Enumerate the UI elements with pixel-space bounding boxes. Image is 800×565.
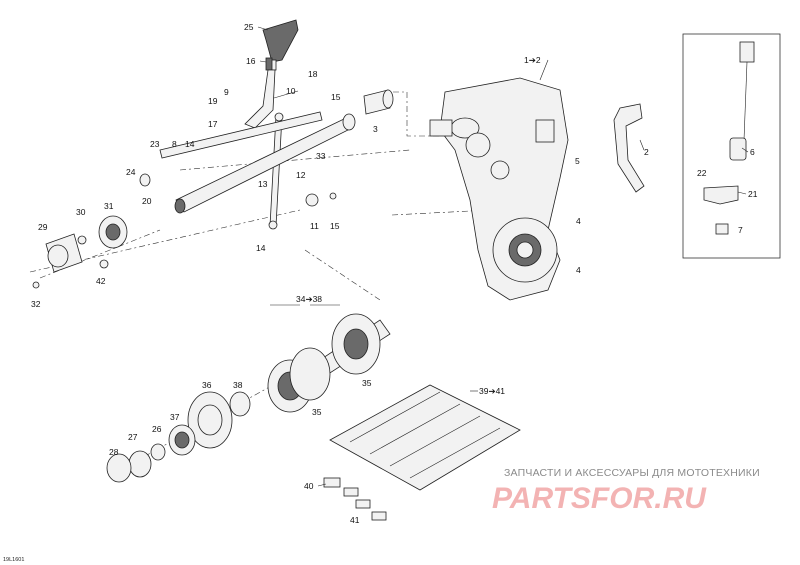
lever-bracket-part (244, 69, 276, 129)
callout-11: 11 (310, 221, 319, 231)
callout-14: 14 (185, 139, 195, 149)
callout-12: 12 (296, 170, 306, 180)
callout-5: 5 (575, 156, 580, 166)
callout-10: 10 (286, 86, 296, 96)
callout-17: 17 (208, 119, 218, 129)
callout-36: 36 (202, 380, 212, 390)
callout-42: 42 (96, 276, 106, 286)
callout-38: 38 (233, 380, 243, 390)
callout-40: 40 (304, 481, 314, 491)
callout-4a: 4 (576, 216, 581, 226)
bearing-cluster-part (32, 173, 337, 289)
watermark-logo: PARTSFOR.RU (492, 482, 707, 515)
callout-35a: 35 (362, 378, 372, 388)
callout-32: 32 (31, 299, 41, 309)
link-rod-part (268, 112, 284, 230)
callout-4b: 4 (576, 265, 581, 275)
leader-lines (257, 26, 749, 487)
callout-20: 20 (142, 196, 152, 206)
clip-parts (323, 477, 387, 521)
callout-27: 27 (128, 432, 138, 442)
callout-15b: 15 (330, 221, 340, 231)
callout-18: 18 (308, 69, 318, 79)
callout-41: 41 (350, 515, 360, 525)
callout-29: 29 (38, 222, 48, 232)
callout-23: 23 (150, 139, 160, 149)
sleeve-part (363, 89, 394, 115)
callout-22: 22 (697, 168, 707, 178)
spring-part (265, 57, 273, 71)
callout-21: 21 (748, 189, 758, 199)
callout-19: 19 (208, 96, 218, 106)
gearbox-housing-part (429, 77, 569, 301)
callout-3: 3 (373, 124, 378, 134)
watermark: ЗАПЧАСТИ И АКСЕССУАРЫ ДЛЯ МОТОТЕХНИКИ PA… (492, 467, 760, 515)
diagram-reference: 19L1601 (3, 557, 24, 563)
callout-labels: 25 16 18 9 10 15 19 17 14 8 23 3 33 1➔2 … (31, 22, 758, 525)
callout-31: 31 (104, 201, 114, 211)
callout-13: 13 (258, 179, 268, 189)
bracket-part (613, 103, 645, 193)
callout-6: 6 (750, 147, 755, 157)
seal-bearing-part (106, 391, 251, 483)
callout-2: 2 (644, 147, 649, 157)
callout-30: 30 (76, 207, 86, 217)
callout-39-41: 39➔41 (479, 386, 505, 396)
shaft-part (174, 113, 356, 214)
callout-1-2: 1➔2 (524, 55, 541, 65)
sensor-inset-frame (682, 33, 781, 259)
callout-25: 25 (244, 22, 254, 32)
callout-16: 16 (246, 56, 256, 66)
callout-35b: 35 (312, 407, 322, 417)
callout-24: 24 (126, 167, 136, 177)
drive-axle-part (267, 313, 391, 413)
callout-37: 37 (170, 412, 180, 422)
callout-14b: 14 (256, 243, 266, 253)
callout-8: 8 (172, 139, 177, 149)
callout-34-38: 34➔38 (296, 294, 322, 304)
thin-shaft-part (159, 111, 323, 159)
callout-28: 28 (109, 447, 119, 457)
callout-9: 9 (224, 87, 229, 97)
callout-33: 33 (316, 151, 326, 161)
callout-26: 26 (152, 424, 162, 434)
callout-7: 7 (738, 225, 743, 235)
track-clips-part (329, 384, 521, 491)
callout-15: 15 (331, 92, 341, 102)
watermark-tagline: ЗАПЧАСТИ И АКСЕССУАРЫ ДЛЯ МОТОТЕХНИКИ (504, 467, 760, 479)
